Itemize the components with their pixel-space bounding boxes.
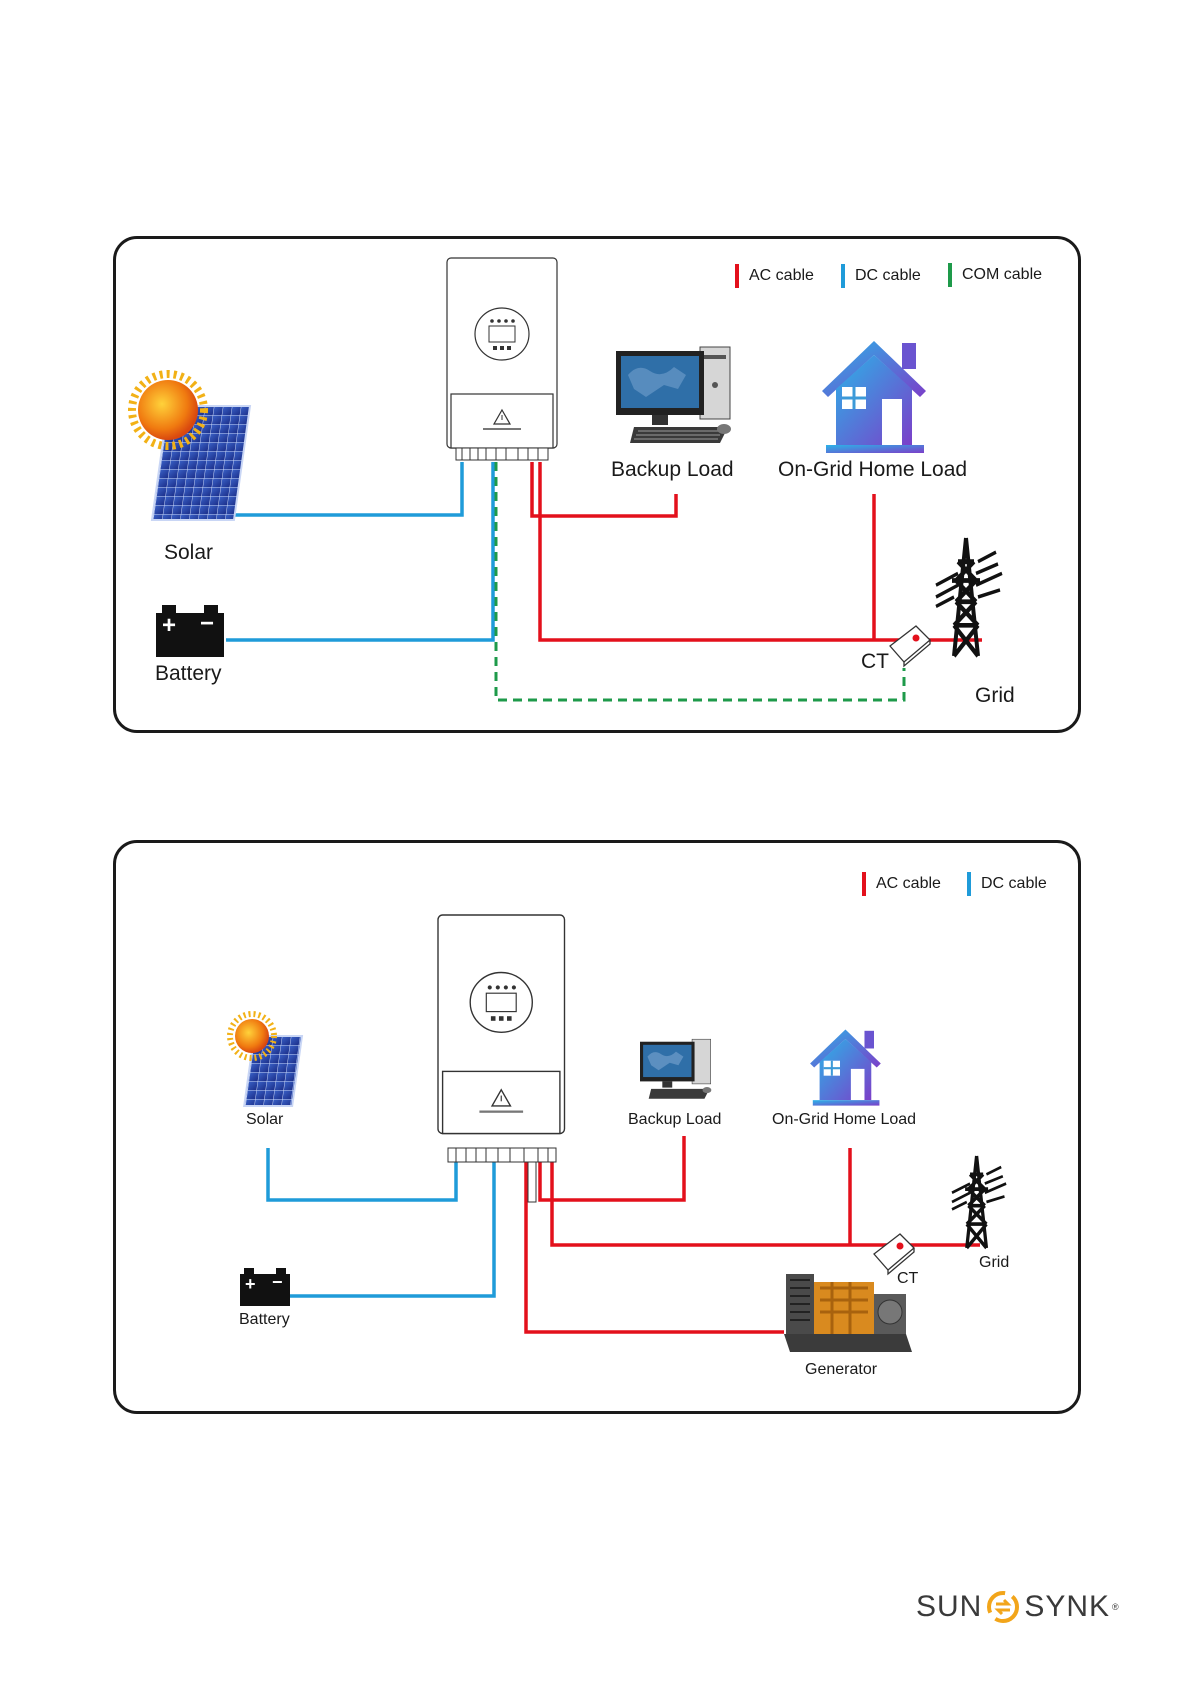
ct-sensor-icon-2: [874, 1234, 914, 1274]
dc-cable-solar-2: [268, 1148, 456, 1200]
legend-dc-label-2: DC cable: [981, 875, 1047, 893]
legend-ac-swatch-2: [862, 872, 866, 896]
logo-swirl-icon: [986, 1590, 1020, 1624]
inverter-icon-2: [438, 915, 565, 1134]
logo-registered-mark: ®: [1112, 1602, 1120, 1612]
ac-cable-generator: [526, 1162, 784, 1332]
legend-dc-cable-2: DC cable: [967, 872, 1047, 896]
house-icon-2: [810, 1029, 881, 1105]
battery-minus-symbol-2: −: [272, 1272, 283, 1293]
solar-label-2: Solar: [246, 1111, 283, 1129]
pylon-icon-2: [952, 1156, 1006, 1248]
battery-plus-symbol-2: +: [245, 1274, 256, 1295]
logo-text-sun: SUN: [916, 1590, 982, 1624]
ac-cable-backup-2: [540, 1136, 684, 1200]
generator-icon: [784, 1274, 912, 1352]
legend-dc-swatch-2: [967, 872, 971, 896]
computer-icon-2: [640, 1039, 711, 1099]
ct-label-2: CT: [897, 1270, 918, 1288]
generator-label: Generator: [805, 1361, 877, 1379]
backup-load-label-2: Backup Load: [628, 1111, 721, 1129]
legend-ac-cable-2: AC cable: [862, 872, 941, 896]
logo-text-synk: SYNK: [1024, 1590, 1110, 1624]
legend-ac-label-2: AC cable: [876, 875, 941, 893]
sunsynk-logo: SUN SYNK ®: [916, 1590, 1120, 1624]
ac-cable-grid-2: [552, 1162, 980, 1245]
battery-label-2: Battery: [239, 1311, 290, 1329]
home-load-label-2: On-Grid Home Load: [772, 1111, 916, 1129]
dc-cable-battery-2: [290, 1162, 494, 1296]
grid-label-2: Grid: [979, 1254, 1009, 1272]
